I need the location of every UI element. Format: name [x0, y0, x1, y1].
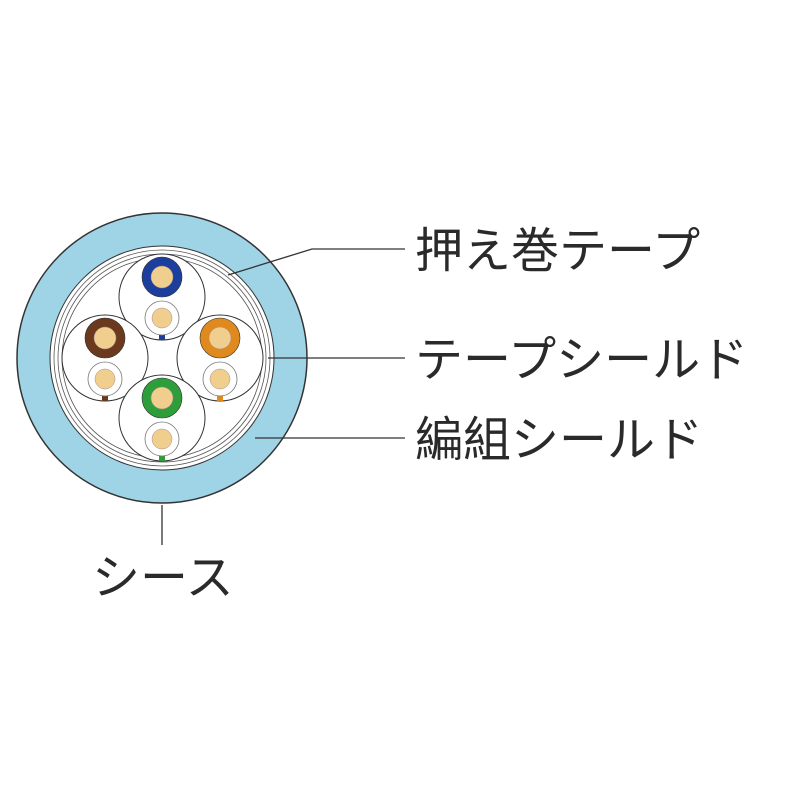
label-braid-shield: 編組シールド: [415, 412, 703, 468]
core-green-white: [151, 428, 173, 450]
cable: [16, 212, 308, 504]
core-blue-white: [151, 307, 173, 329]
core-brown-white: [94, 368, 116, 390]
label-wrap-tape: 押え巻テープ: [415, 223, 700, 279]
core-green: [150, 386, 174, 410]
core-orange-white: [209, 368, 231, 390]
core-brown: [93, 326, 117, 350]
label-tape-shield: テープシールド: [415, 332, 748, 388]
leader-lines: [161, 248, 405, 545]
core-blue: [150, 265, 174, 289]
leader-wrap-tape: [227, 248, 405, 276]
core-orange: [208, 326, 232, 350]
label-sheath: シース: [92, 550, 234, 606]
